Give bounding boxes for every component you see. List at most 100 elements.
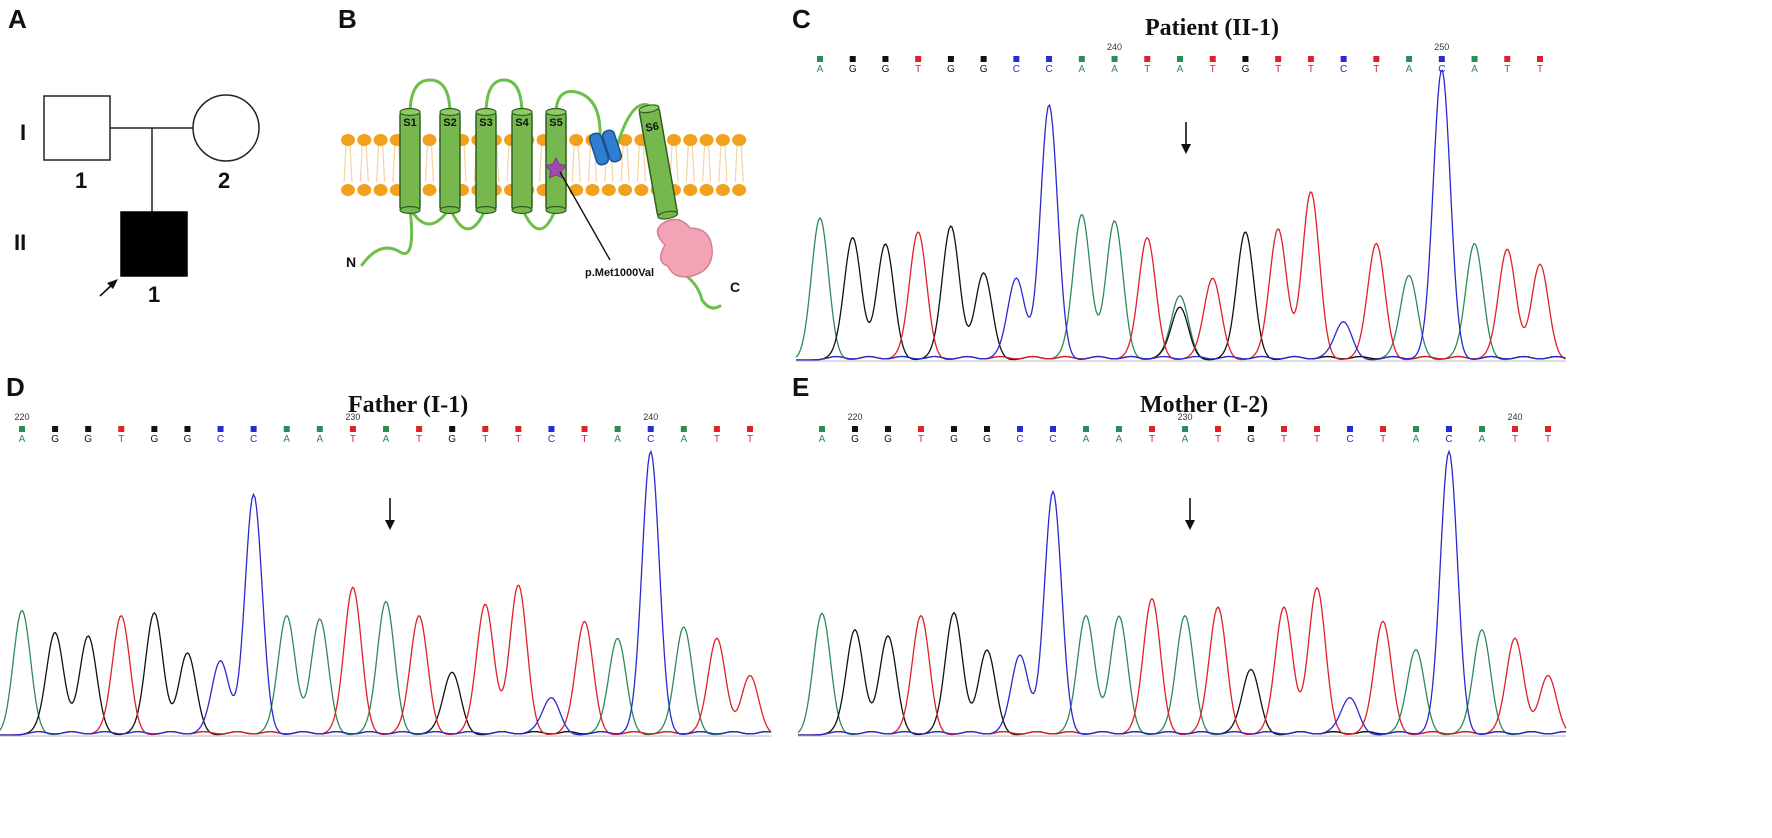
base-call: A	[1078, 56, 1085, 75]
base-letter: C	[217, 434, 224, 445]
base-call: A	[614, 426, 621, 445]
base-marker	[852, 426, 858, 432]
base-letter: G	[150, 434, 158, 445]
pedigree-male-i-1	[43, 95, 111, 161]
base-call: T	[515, 426, 521, 445]
base-letter: T	[1504, 64, 1510, 75]
loop-s5-pore	[554, 89, 602, 142]
base-call: C	[1016, 426, 1024, 445]
c-terminus-label: C	[730, 279, 740, 295]
base-call: C	[1445, 426, 1453, 445]
base-letter: T	[1275, 64, 1281, 75]
base-call: G	[1242, 56, 1250, 75]
base-call: A	[680, 426, 687, 445]
base-letter: T	[1373, 64, 1379, 75]
base-call: A	[1116, 426, 1123, 445]
base-call: T	[482, 426, 488, 445]
base-marker	[1083, 426, 1089, 432]
base-marker	[1373, 56, 1380, 62]
helix-label: S6	[645, 120, 660, 134]
base-call: A	[383, 426, 390, 445]
lipid-1	[357, 134, 372, 196]
base-marker	[316, 426, 323, 432]
trace-T	[798, 586, 1567, 736]
base-call: G	[1247, 426, 1255, 445]
base-letter: G	[184, 434, 192, 445]
loop-s4-s5-intra	[520, 206, 558, 231]
chromatogram-title-father: Father (I-1)	[348, 392, 469, 418]
base-letter: C	[1013, 64, 1020, 75]
base-call: G	[884, 426, 892, 445]
base-call: T	[1380, 426, 1386, 445]
trace-C	[0, 449, 772, 736]
base-marker	[1281, 426, 1287, 432]
base-marker	[1406, 56, 1413, 62]
base-call: T	[1149, 426, 1155, 445]
base-letter: G	[983, 434, 991, 445]
base-letter: C	[647, 434, 654, 445]
base-call: T	[1308, 56, 1314, 75]
base-call: A	[1177, 56, 1184, 75]
generation-label-i: I	[20, 120, 26, 145]
helix-label: S5	[549, 117, 562, 129]
base-marker	[1340, 56, 1347, 62]
base-letter: T	[918, 434, 924, 445]
base-call: A	[316, 426, 323, 445]
base-letter: T	[1210, 64, 1216, 75]
base-call: C	[548, 426, 555, 445]
variant-arrow-icon	[385, 498, 395, 530]
base-marker	[482, 426, 489, 432]
position-label: 220	[14, 412, 29, 422]
base-marker	[1078, 56, 1085, 62]
loop-s2-s3-intra	[448, 206, 488, 231]
base-marker	[184, 426, 191, 432]
base-call: T	[1504, 56, 1510, 75]
helix-s1: S1	[399, 107, 421, 215]
base-letter: G	[884, 434, 892, 445]
base-letter: T	[581, 434, 587, 445]
base-letter: G	[980, 64, 988, 75]
lipid-0	[341, 134, 355, 196]
c-terminal-tail	[676, 268, 722, 310]
base-marker	[614, 426, 621, 432]
helix-label: S1	[403, 117, 416, 129]
lipid-21	[683, 134, 698, 196]
base-marker	[951, 426, 957, 432]
base-letter: T	[350, 434, 356, 445]
base-letter: T	[482, 434, 488, 445]
base-call: A	[1406, 56, 1413, 75]
base-call: G	[950, 426, 958, 445]
base-marker	[416, 426, 423, 432]
base-marker	[680, 426, 687, 432]
helix-label: S2	[443, 117, 456, 129]
trace-G	[798, 611, 1567, 736]
base-call: G	[448, 426, 456, 445]
base-call: A	[1479, 426, 1486, 445]
base-letter: A	[1413, 434, 1420, 445]
base-call: C	[1013, 56, 1020, 75]
position-label: 230	[345, 412, 360, 422]
position-label: 240	[1507, 412, 1522, 422]
helix-label: S3	[479, 117, 492, 129]
base-marker	[918, 426, 924, 432]
lipid-2	[373, 134, 388, 196]
base-call: T	[714, 426, 720, 445]
base-marker	[819, 426, 825, 432]
base-letter: G	[950, 434, 958, 445]
base-call: T	[918, 426, 924, 445]
base-marker	[849, 56, 856, 62]
base-call: C	[250, 426, 257, 445]
base-marker	[548, 426, 555, 432]
base-marker	[581, 426, 588, 432]
base-letter: A	[383, 434, 390, 445]
loop-s3-s4-extra	[484, 78, 524, 117]
base-marker	[217, 426, 224, 432]
trace-T	[796, 190, 1566, 361]
base-call: T	[915, 56, 921, 75]
base-call: T	[1215, 426, 1221, 445]
